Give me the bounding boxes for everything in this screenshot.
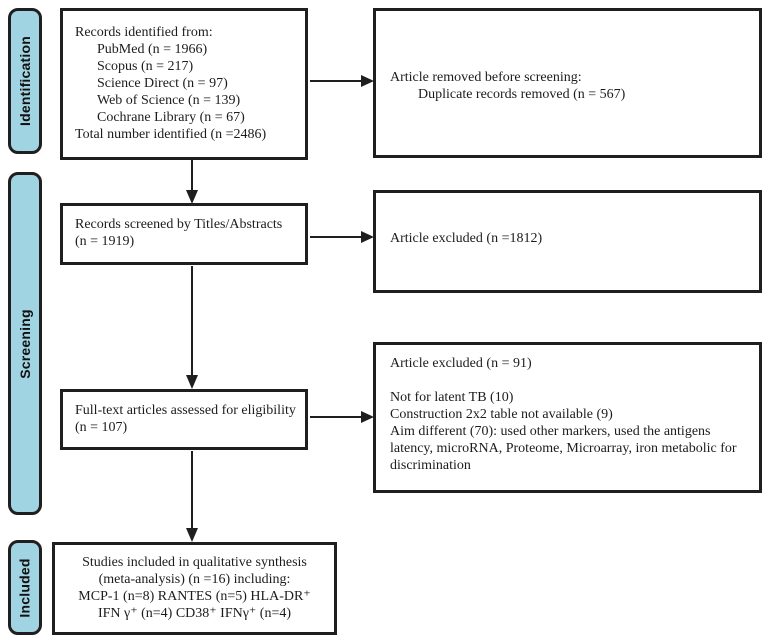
removed-title: Article removed before screening: [390, 70, 582, 85]
excluded-fulltext-title: Article excluded (n = 91) [390, 356, 532, 371]
removed-duplicates: Duplicate records removed (n = 567) [418, 87, 626, 103]
box-removed-before-screening: Article removed before screening: Duplic… [373, 8, 762, 158]
box-excluded-fulltext: Article excluded (n = 91) Not for latent… [373, 342, 762, 493]
included-line1: Studies included in qualitative synthesi… [82, 555, 307, 570]
stage-label-identification: Identification [8, 8, 42, 154]
reason-aim-different: Aim different (70): used other markers, … [390, 424, 737, 474]
box-excluded-titles-abstracts: Article excluded (n =1812) [373, 190, 762, 293]
source-cochrane: Cochrane Library (n = 67) [97, 110, 245, 126]
records-identified-total: Total number identified (n =2486) [75, 127, 267, 143]
box-records-screened: Records screened by Titles/Abstracts (n … [60, 203, 308, 265]
arrow-identified-to-screened [186, 160, 198, 204]
records-identified-title: Records identified from: [75, 25, 213, 40]
reason-no-2x2-table: Construction 2x2 table not available (9) [390, 407, 613, 423]
arrow-identified-to-removed [310, 75, 374, 87]
stage-label-identification-text: Identification [17, 36, 34, 126]
excluded-titles-text: Article excluded (n =1812) [390, 231, 543, 246]
arrow-screened-to-fulltext [186, 266, 198, 389]
arrow-fulltext-to-included [186, 451, 198, 542]
box-records-identified: Records identified from: PubMed (n = 196… [60, 8, 308, 160]
stage-label-included: Included [8, 540, 42, 635]
included-line4: IFN γ⁺ (n=4) CD38⁺ IFNγ⁺ (n=4) [97, 606, 292, 622]
box-fulltext-assessed: Full-text articles assessed for eligibil… [60, 389, 308, 450]
included-line3: MCP-1 (n=8) RANTES (n=5) HLA-DR⁺ [78, 589, 311, 605]
arrow-screened-to-excluded [310, 231, 374, 243]
source-scopus: Scopus (n = 217) [97, 59, 194, 75]
records-screened-line2: (n = 1919) [75, 234, 135, 250]
stage-label-screening: Screening [8, 172, 42, 515]
stage-label-screening-text: Screening [17, 308, 33, 379]
stage-label-included-text: Included [17, 557, 34, 618]
reason-not-latent-tb: Not for latent TB (10) [390, 390, 514, 406]
records-screened-line1: Records screened by Titles/Abstracts [75, 217, 283, 232]
fulltext-line2: (n = 107) [75, 420, 128, 436]
arrow-fulltext-to-excluded [310, 411, 374, 423]
box-included-studies: Studies included in qualitative synthesi… [52, 542, 337, 635]
source-science-direct: Science Direct (n = 97) [97, 76, 228, 92]
fulltext-line1: Full-text articles assessed for eligibil… [75, 403, 296, 418]
included-line2: (meta-analysis) (n =16) including: [98, 572, 291, 588]
source-pubmed: PubMed (n = 1966) [97, 42, 208, 58]
source-web-of-science: Web of Science (n = 139) [97, 93, 241, 109]
